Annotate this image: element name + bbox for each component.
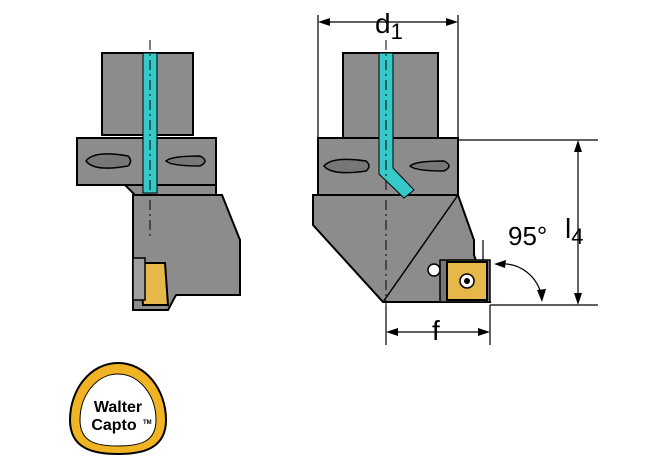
left-connector: [122, 184, 217, 196]
dim-l4-label: l4: [565, 213, 583, 249]
dim-f-label: f: [432, 315, 440, 346]
dim-angle-label: 95°: [508, 221, 547, 251]
left-slot-2: [164, 155, 206, 167]
right-head-bevel: [312, 224, 384, 303]
dim-d1-label: d1: [375, 8, 403, 44]
right-slot-1: [323, 158, 370, 174]
right-coolant-channel: [378, 52, 415, 199]
left-insert-clamp: [132, 257, 146, 301]
side-view: [76, 40, 241, 311]
clamp-pin-icon: [427, 263, 441, 277]
arrow-heads: [318, 18, 582, 336]
logo-line1: Walter: [94, 399, 142, 416]
left-slot-1: [85, 153, 132, 169]
logo-line2: Capto: [91, 417, 137, 434]
right-slot-2: [408, 160, 450, 172]
logo-tm: TM: [143, 420, 152, 426]
walter-capto-logo: Walter Capto TM: [68, 361, 168, 456]
logo-inner: [79, 373, 157, 447]
right-head-edge: [382, 194, 459, 303]
top-view: [312, 40, 492, 340]
insert-screw-hole: [464, 278, 470, 284]
